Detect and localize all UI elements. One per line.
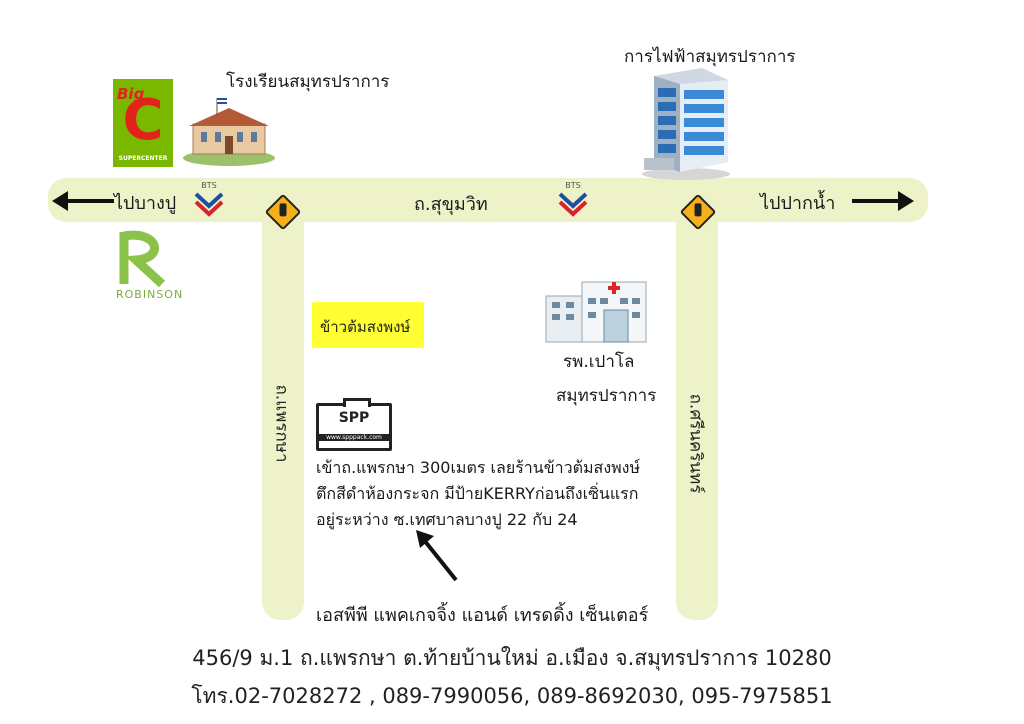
electricity-label: การไฟฟ้าสมุทรปราการ (624, 47, 796, 67)
company-address: 456/9 ม.1 ถ.แพรกษา ต.ท้ายบ้านใหม่ อ.เมือ… (192, 646, 832, 670)
bts-icon: BTS (558, 181, 588, 217)
hospital-icon (545, 281, 647, 343)
robinson-logo-icon (119, 230, 166, 288)
bts-text-1: BTS (201, 181, 216, 190)
bigc-sub: SUPERCENTER (118, 155, 168, 162)
school-building-icon (183, 98, 275, 166)
robinson-label: ROBINSON (116, 288, 184, 301)
bigc-brand: Big (117, 85, 145, 103)
company-name: เอสพีพี แพคเกจจิ้ง แอนด์ เทรดดิ้ง เซ็นเต… (316, 605, 649, 626)
company-phones: โทร.02-7028272 , 089-7990056, 089-869203… (191, 684, 833, 708)
khao-tom-label: ข้าวต้มสงพงษ์ (320, 318, 411, 336)
praeksa-road (262, 196, 304, 620)
hospital-label-line2: สมุทรปราการ (556, 386, 657, 406)
pointer-arrow-icon (416, 530, 458, 582)
sukhumvit-road (48, 178, 928, 222)
bts-text-2: BTS (565, 181, 580, 190)
label-to-paknam: ไปปากน้ำ (760, 193, 836, 214)
label-sukhumvit: ถ.สุขุมวิท (414, 194, 488, 215)
spp-logo-sub: www.spppack.com (319, 434, 389, 441)
school-label: โรงเรียนสมุทรปราการ (226, 72, 390, 92)
khao-tom-sign: ข้าวต้มสงพงษ์ (312, 302, 424, 348)
spp-logo: SPP www.spppack.com (316, 398, 392, 451)
arrow-right-icon (852, 191, 914, 211)
directions-line1: เข้าถ.แพรกษา 300เมตร เลยร้านข้าวต้มสงพงษ… (316, 458, 641, 477)
directions-line3: อยู่ระหว่าง ซ.เทศบาลบางปู 22 กับ 24 (316, 510, 578, 529)
arrow-left-icon (52, 191, 114, 211)
bigc-logo: Big C SUPERCENTER (113, 79, 173, 167)
bts-icon: BTS (194, 181, 224, 217)
directions: เข้าถ.แพรกษา 300เมตร เลยร้านข้าวต้มสงพงษ… (316, 455, 640, 533)
srinakarin-road (676, 196, 718, 620)
label-to-bangpu: ไปบางปู (114, 193, 177, 214)
directions-line2: ตึกสีดำห้องกระจก มีป้ายKERRYก่อนถึงเซิ่น… (316, 484, 639, 503)
label-srinakarin: ถ.ศรีนครินทร์ (685, 393, 706, 494)
hospital-label-line1: รพ.เปาโล (563, 352, 635, 372)
label-praeksa: ถ.แพรกษา (271, 384, 292, 463)
office-building-icon (642, 68, 730, 180)
spp-logo-text: SPP (338, 410, 370, 426)
bigc-letter: C (122, 88, 164, 153)
